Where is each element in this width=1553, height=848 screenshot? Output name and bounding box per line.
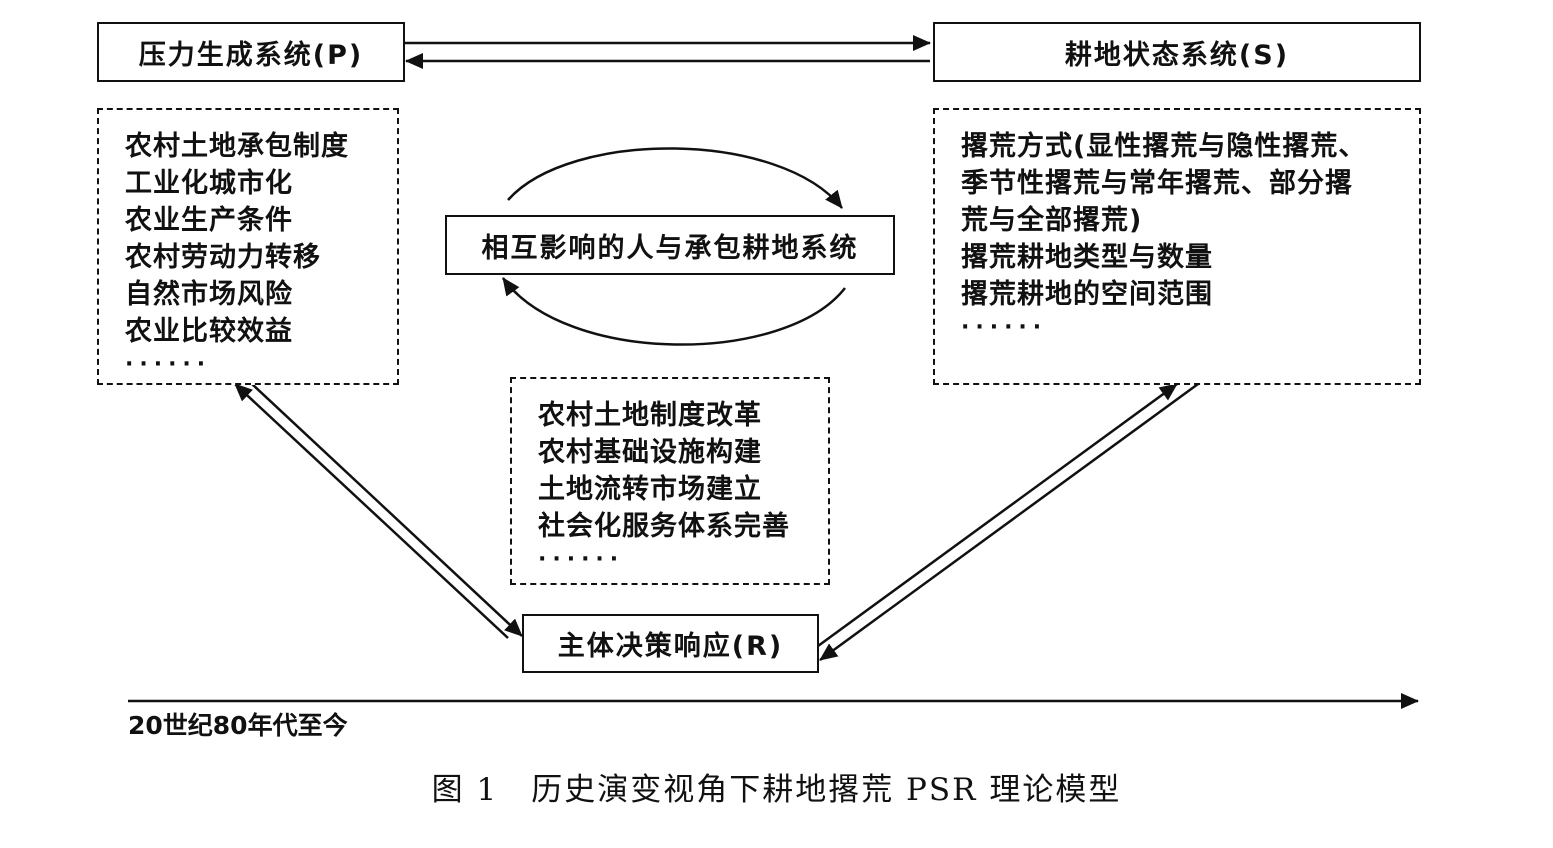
state-factor-item: 季节性撂荒与常年撂荒、部分撂 (961, 168, 1353, 199)
response-factors-box: 农村土地制度改革 农村基础设施构建 土地流转市场建立 社会化服务体系完善 ···… (510, 377, 830, 585)
arrow-p-to-r (251, 383, 523, 637)
pressure-factor-item: 农村劳动力转移 (125, 242, 321, 273)
pressure-factors-box: 农村土地承包制度 工业化城市化 农业生产条件 农村劳动力转移 自然市场风险 农业… (97, 108, 399, 385)
pressure-system-label: 压力生成系统(P) (138, 39, 364, 71)
pressure-factor-item: 农业生产条件 (125, 205, 293, 236)
arc-bottom-arrow (501, 277, 846, 346)
response-factor-item: 农村基础设施构建 (538, 437, 762, 468)
figure-caption: 图 1 历史演变视角下耕地撂荒 PSR 理论模型 (431, 772, 1122, 808)
state-factor-item: 撂荒耕地的空间范围 (961, 279, 1213, 310)
response-system-label: 主体决策响应(R) (557, 631, 784, 662)
response-ellipsis: ······ (538, 547, 625, 572)
response-factor-item: 社会化服务体系完善 (538, 511, 790, 542)
pressure-system-box: 压力生成系统(P) (97, 22, 405, 82)
state-system-label: 耕地状态系统(S) (1064, 39, 1290, 71)
pressure-factor-item: 农村土地承包制度 (125, 131, 349, 162)
state-factor-item: 荒与全部撂荒) (961, 205, 1143, 236)
pressure-factor-item: 农业比较效益 (125, 316, 293, 347)
state-factors-box: 撂荒方式(显性撂荒与隐性撂荒、 季节性撂荒与常年撂荒、部分撂 荒与全部撂荒) 撂… (933, 108, 1421, 385)
arrow-r-to-s (817, 382, 1178, 648)
response-factor-item: 农村土地制度改革 (538, 400, 762, 431)
response-system-box: 主体决策响应(R) (522, 614, 819, 673)
state-ellipsis: ······ (961, 315, 1048, 340)
human-land-system-box: 相互影响的人与承包耕地系统 (445, 215, 895, 275)
timeline-label: 20世纪80年代至今 (128, 711, 348, 740)
state-system-box: 耕地状态系统(S) (933, 22, 1421, 82)
arc-top-arrow (507, 147, 843, 209)
state-factor-item: 撂荒方式(显性撂荒与隐性撂荒、 (961, 131, 1367, 162)
arrow-s-to-r (819, 382, 1199, 662)
pressure-factor-item: 自然市场风险 (125, 279, 293, 310)
state-factor-item: 撂荒耕地类型与数量 (961, 242, 1213, 273)
pressure-factor-item: 工业化城市化 (125, 168, 293, 199)
pressure-ellipsis: ······ (125, 352, 212, 377)
arrow-r-to-p (234, 383, 509, 639)
response-factor-item: 土地流转市场建立 (538, 474, 762, 505)
human-land-system-label: 相互影响的人与承包耕地系统 (481, 232, 859, 264)
